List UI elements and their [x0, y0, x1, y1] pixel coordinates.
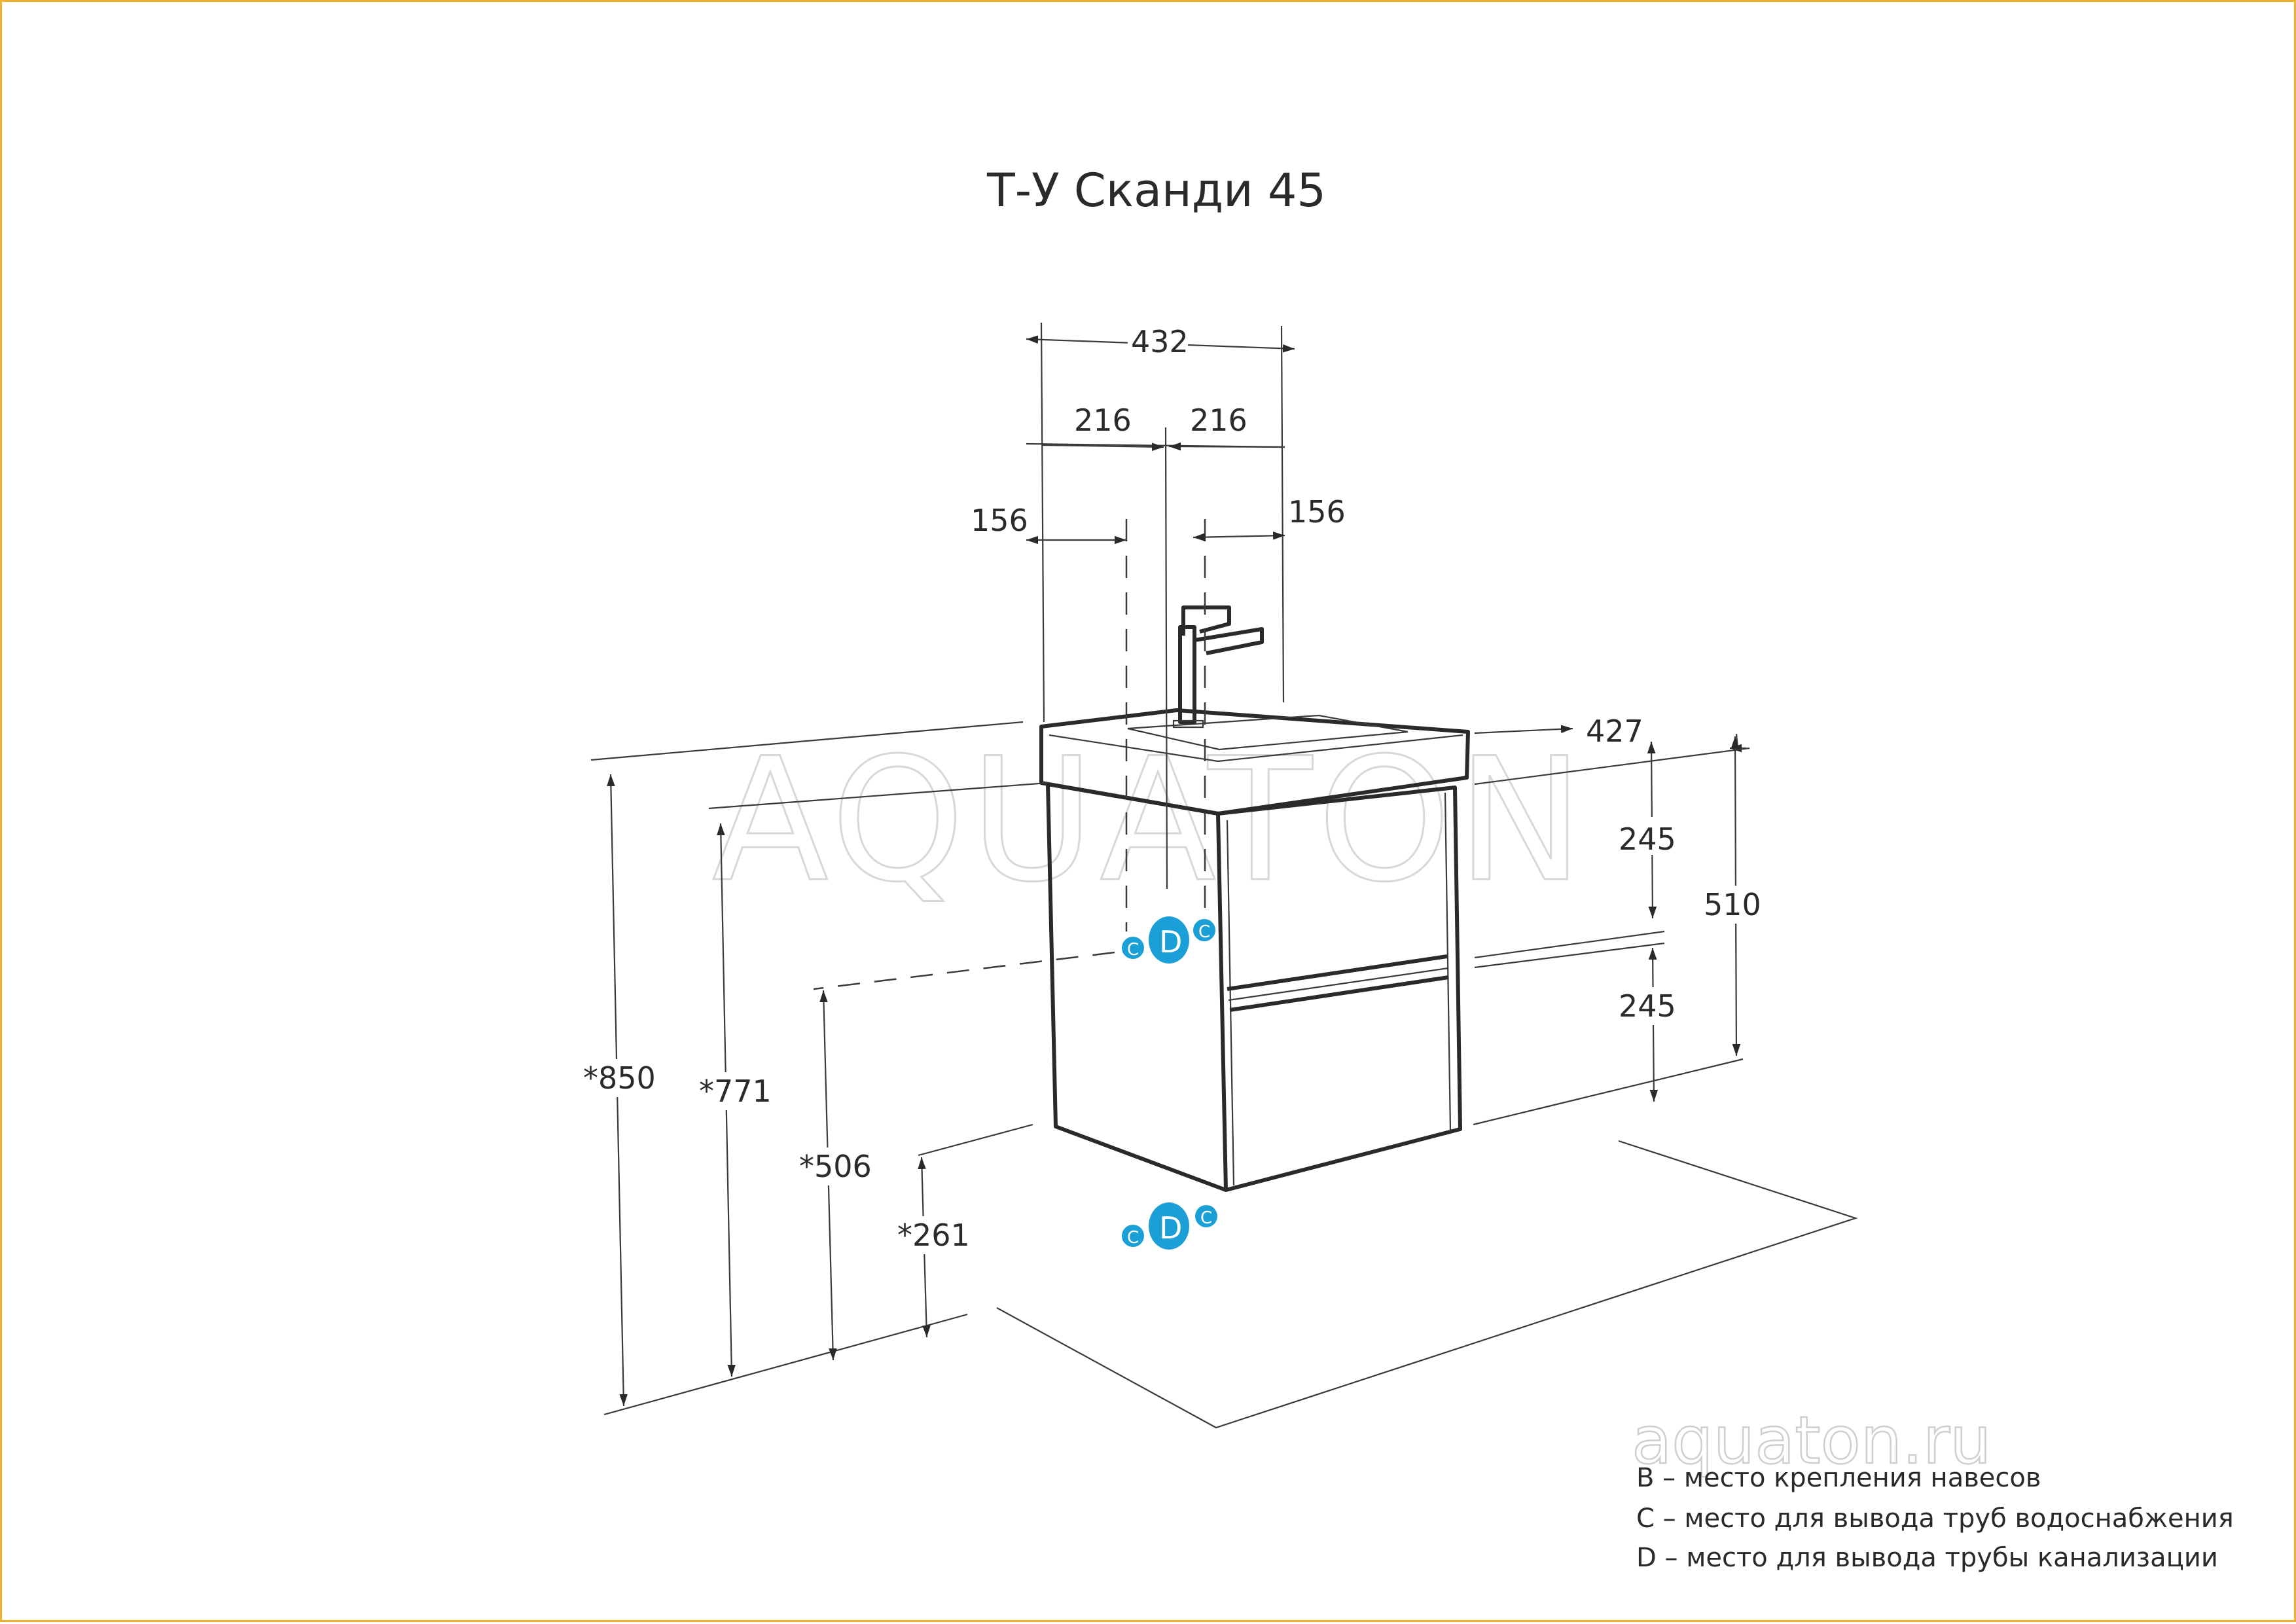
cabinet-body	[1046, 782, 1462, 1192]
drain-outlet-label: D	[1159, 924, 1182, 960]
water-outlet-right-marker	[1193, 919, 1215, 941]
dim-offset-right: 156	[1288, 494, 1346, 530]
dim-half-left: 216	[1074, 403, 1132, 438]
floor-water-right-label: C	[1200, 1208, 1212, 1228]
legend: B – место крепления навесов C – место дл…	[1636, 1463, 2234, 1573]
faucet	[1172, 605, 1264, 729]
dim-drain-height: *506	[799, 1149, 872, 1184]
lower-connection-markers: C D C	[1122, 1202, 1217, 1250]
dim-lower-drawer: 245	[1619, 988, 1676, 1024]
floor-drain-label: D	[1159, 1210, 1182, 1246]
dim-offset-left: 156	[971, 503, 1028, 538]
drain-outlet-marker	[1149, 916, 1189, 964]
dim-total-width: 432	[1131, 324, 1189, 359]
dim-depth: 427	[1586, 713, 1643, 749]
dim-total-height: *850	[583, 1060, 656, 1096]
water-outlet-right-label: C	[1198, 922, 1210, 942]
legend-item-b: B – место крепления навесов	[1636, 1463, 2041, 1493]
legend-item-c: C – место для вывода труб водоснабжения	[1636, 1504, 2234, 1534]
water-outlet-left-marker	[1122, 937, 1144, 959]
floor-drain-marker	[1149, 1202, 1189, 1250]
floor-outline	[603, 1140, 1858, 1429]
page-title: Т-У Сканди 45	[986, 164, 1326, 217]
watermark-brand: AQUATON	[712, 722, 1589, 920]
legend-item-d: D – место для вывода трубы канализации	[1636, 1543, 2218, 1573]
floor-water-right-marker	[1195, 1205, 1217, 1227]
floor-water-left-marker	[1122, 1225, 1144, 1247]
floor-water-left-label: C	[1127, 1228, 1139, 1248]
watermark-url: aquaton.ru	[1632, 1402, 1991, 1479]
dim-body-height: 510	[1704, 887, 1761, 922]
dim-water-height: *261	[897, 1218, 970, 1253]
dim-top-height: *771	[699, 1074, 772, 1109]
water-outlet-left-label: C	[1127, 940, 1139, 960]
drain-height-extension	[813, 951, 1115, 990]
dim-upper-drawer: 245	[1619, 821, 1676, 857]
dim-half-right: 216	[1190, 403, 1247, 438]
upper-connection-markers: C D C	[1122, 916, 1215, 964]
